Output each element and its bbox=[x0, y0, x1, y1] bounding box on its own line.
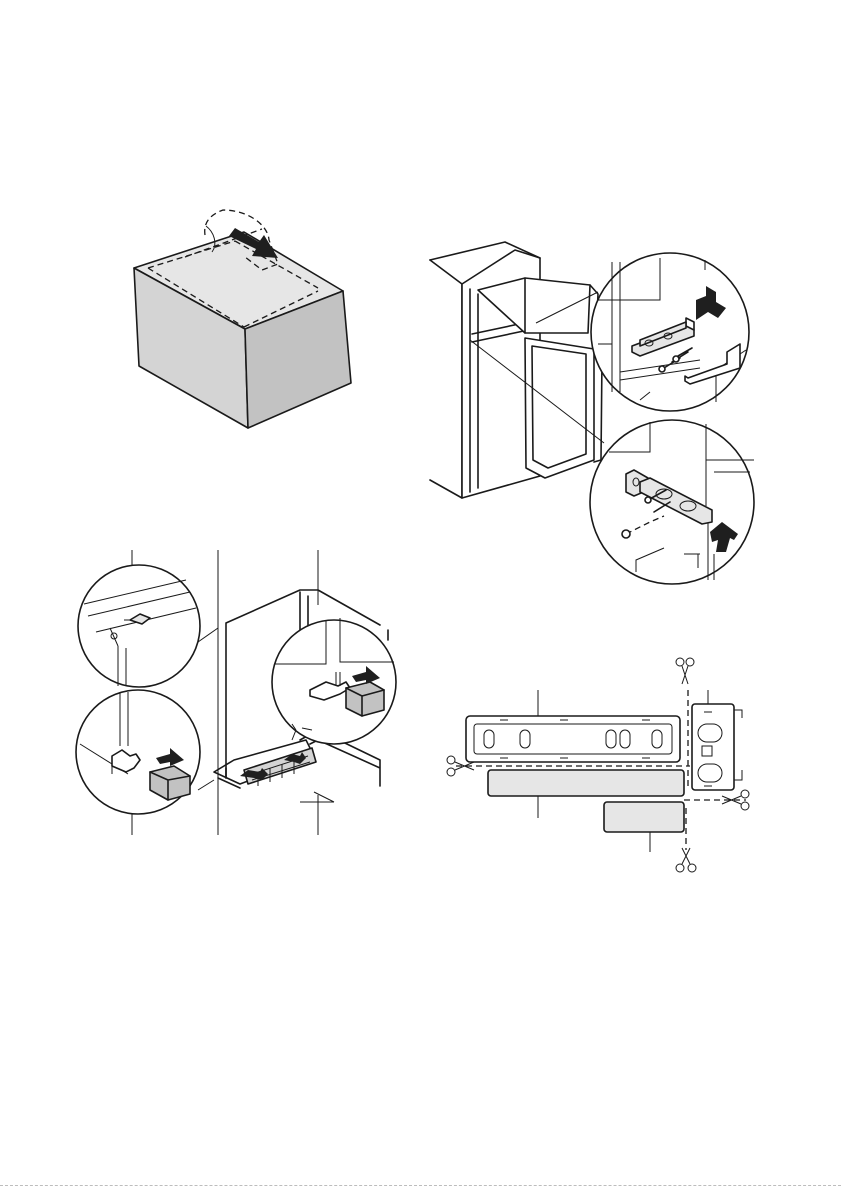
scissors-icon bbox=[676, 848, 696, 872]
hinge-bracket-icon bbox=[591, 253, 749, 411]
scissors-icon bbox=[676, 658, 694, 684]
fridge-corner-icon bbox=[70, 545, 410, 835]
spacer-figure bbox=[70, 545, 410, 835]
hinge-bracket-icon-lower bbox=[590, 420, 754, 584]
box-tape-figure bbox=[120, 200, 360, 440]
hinge-figure bbox=[420, 240, 780, 590]
fridge-icon bbox=[420, 240, 780, 590]
cover-strip-icon bbox=[440, 650, 770, 880]
box-icon bbox=[120, 200, 360, 440]
cut-strips-figure bbox=[440, 650, 770, 880]
page-bottom-border bbox=[0, 1185, 841, 1187]
